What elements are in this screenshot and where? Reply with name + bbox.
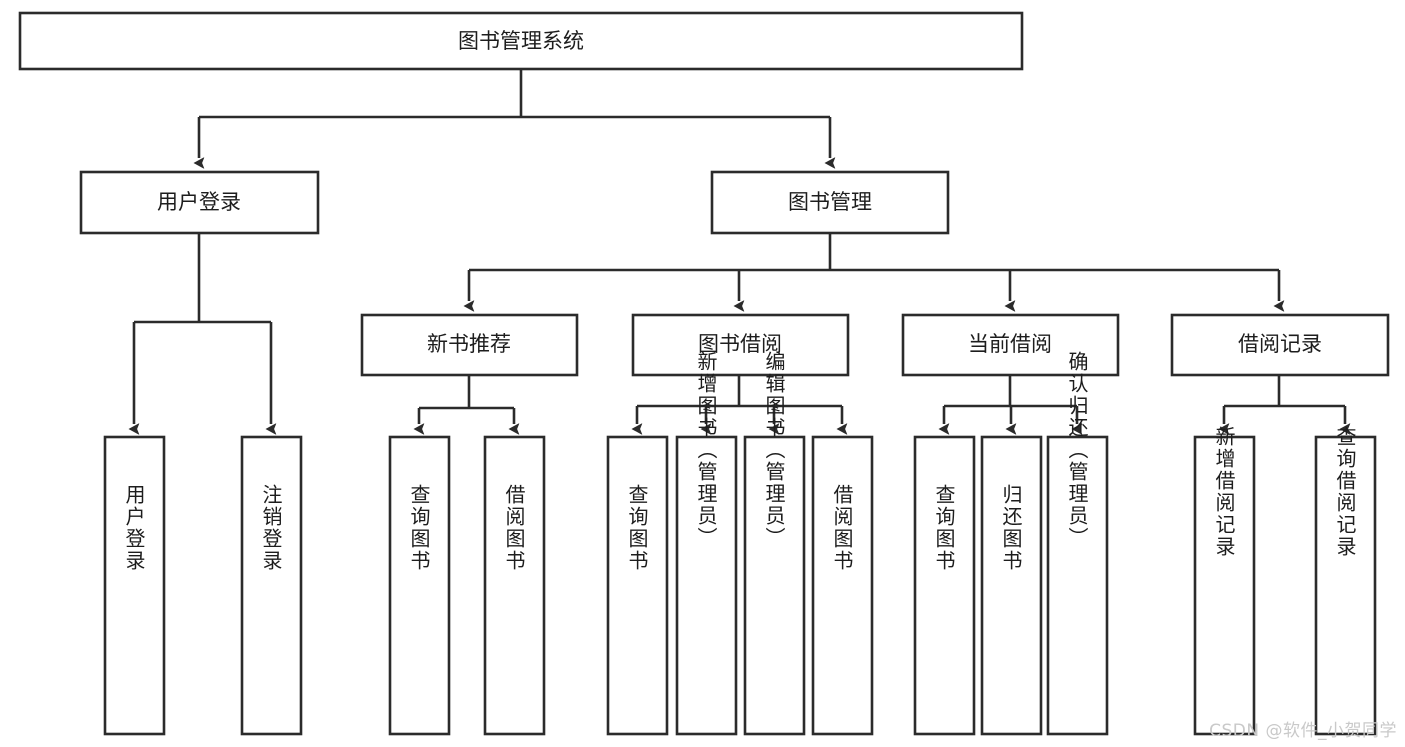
leaf-borrow-book-1-label: 借阅图书 [502,484,526,572]
leaf-borrow-book-2-label: 借阅图书 [830,484,854,572]
leaf-confirm-return-label: 确认归还（管理员） [1065,351,1089,549]
node-current-borrow-box[interactable] [901,313,1120,377]
leaf-query-book-1[interactable]: 查询图书 [388,435,451,736]
leaf-borrow-book-2[interactable]: 借阅图书 [811,435,874,736]
leaf-add-book-label: 新增图书（管理员） [694,351,718,549]
leaf-edit-book-box[interactable] [743,435,806,736]
leaf-query-book-3[interactable]: 查询图书 [913,435,976,736]
leaf-user-logout[interactable]: 注销登录 [240,435,303,736]
leaf-user-logout-box[interactable] [240,435,303,736]
leaf-query-book-3-label: 查询图书 [932,484,956,572]
leaf-user-login[interactable]: 用户登录 [103,435,166,736]
node-book-manage[interactable]: 图书管理 [710,170,950,235]
leaf-query-book-2-label: 查询图书 [625,484,649,572]
node-borrow-record[interactable]: 借阅记录 [1170,313,1390,377]
leaf-borrow-book-2-box[interactable] [811,435,874,736]
leaf-return-book-label: 归还图书 [999,484,1023,572]
node-book-manage-box[interactable] [710,170,950,235]
leaf-user-login-label: 用户登录 [122,484,146,572]
node-book-borrow-box[interactable] [631,313,850,377]
node-new-book-recommend-box[interactable] [360,313,579,377]
node-new-book-recommend-label: 新书推荐 [427,332,511,356]
leaf-edit-book-label: 编辑图书（管理员） [762,351,786,549]
leaf-confirm-return[interactable]: 确认归还（管理员） [1046,351,1109,736]
leaf-return-book-box[interactable] [980,435,1043,736]
leaf-query-book-2[interactable]: 查询图书 [606,435,669,736]
leaf-borrow-book-1-box[interactable] [483,435,546,736]
leaf-query-book-3-box[interactable] [913,435,976,736]
node-user-login-box[interactable] [79,170,320,235]
leaf-user-login-box[interactable] [103,435,166,736]
leaf-add-record-box[interactable] [1193,435,1256,736]
node-book-borrow-label: 图书借阅 [698,332,782,356]
leaf-user-logout-label: 注销登录 [259,484,283,572]
leaf-confirm-return-box[interactable] [1046,435,1109,736]
node-borrow-record-label: 借阅记录 [1238,332,1322,356]
leaf-add-book-box[interactable] [675,435,738,736]
leaf-borrow-book-1[interactable]: 借阅图书 [483,435,546,736]
leaf-query-book-1-box[interactable] [388,435,451,736]
leaf-query-book-2-box[interactable] [606,435,669,736]
leaf-return-book[interactable]: 归还图书 [980,435,1043,736]
node-new-book-recommend[interactable]: 新书推荐 [360,313,579,377]
leaf-query-book-1-label: 查询图书 [407,484,431,572]
leaf-edit-book[interactable]: 编辑图书（管理员） [743,351,806,736]
node-root-label: 图书管理系统 [458,29,584,53]
node-book-manage-label: 图书管理 [788,190,872,214]
leaf-add-record-label: 新增借阅记录 [1212,426,1236,558]
leaf-query-record-box[interactable] [1314,435,1377,736]
leaf-add-book[interactable]: 新增图书（管理员） [675,351,738,736]
node-current-borrow[interactable]: 当前借阅 [901,313,1120,377]
node-user-login-label: 用户登录 [157,190,241,214]
node-book-borrow[interactable]: 图书借阅 [631,313,850,377]
leaf-query-record[interactable]: 查询借阅记录 [1314,426,1377,736]
node-root[interactable]: 图书管理系统 [18,11,1024,71]
node-root-box[interactable] [18,11,1024,71]
edges-layer [134,69,1345,424]
node-current-borrow-label: 当前借阅 [968,332,1052,356]
leaf-add-record[interactable]: 新增借阅记录 [1193,426,1256,736]
node-borrow-record-box[interactable] [1170,313,1390,377]
node-user-login[interactable]: 用户登录 [79,170,320,235]
leaf-query-record-label: 查询借阅记录 [1333,426,1357,558]
